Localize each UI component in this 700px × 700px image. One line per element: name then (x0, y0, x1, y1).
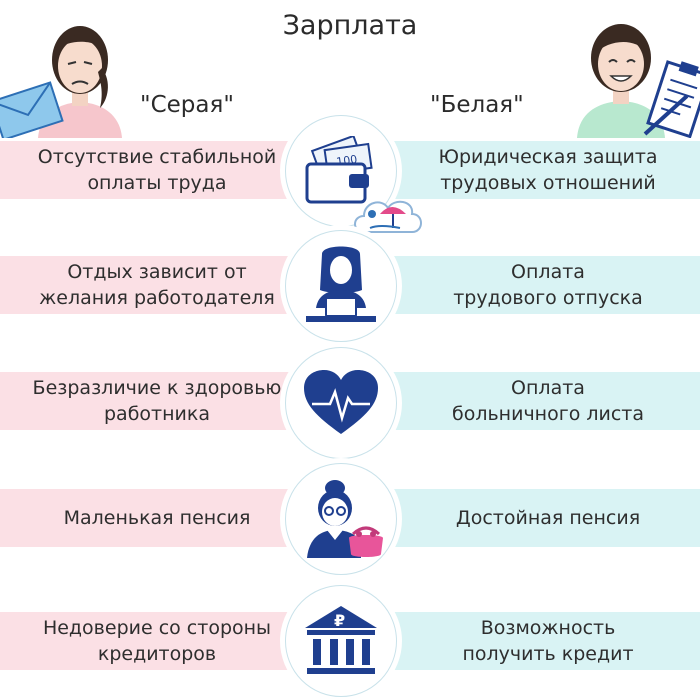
heart-pulse-icon (285, 347, 397, 459)
old-woman-purse-icon (285, 463, 397, 575)
gray-con-4: Маленькая пенсия (0, 489, 320, 547)
woman-laptop-vacation-icon (285, 230, 397, 342)
gray-salary-header: "Серая" (140, 92, 234, 118)
bank-ruble-icon: ₽ (285, 585, 397, 697)
white-salary-header: "Белая" (430, 92, 524, 118)
page-title: Зарплата (282, 10, 418, 41)
svg-text:₽: ₽ (334, 611, 345, 630)
white-pro-4: Достойная пенсия (380, 489, 700, 547)
happy-woman-clipboard-icon (577, 24, 700, 138)
sad-woman-envelope-icon (0, 26, 122, 138)
wallet-money-icon: 100 100 (285, 115, 397, 227)
